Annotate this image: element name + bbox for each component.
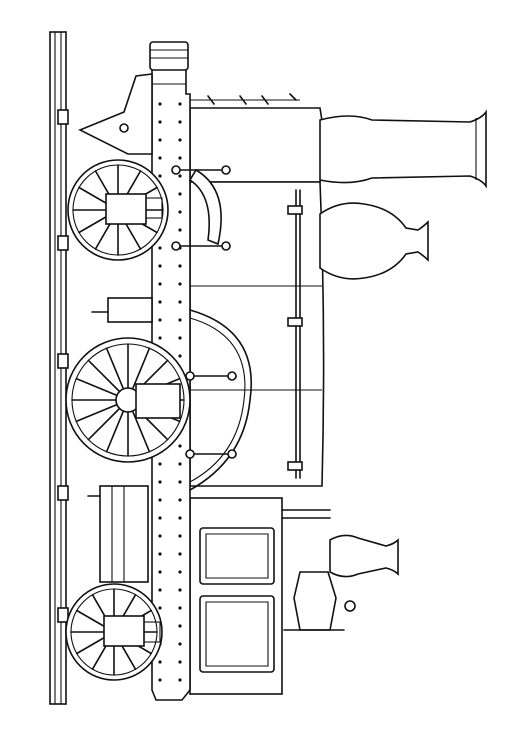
rivet [178,570,182,574]
rivet [178,588,182,592]
wheel-spoke [75,403,118,423]
rivet [178,336,182,340]
rivet [158,552,162,556]
rivet [158,264,162,268]
rivet [158,570,162,574]
rivet [158,336,162,340]
rivet [158,246,162,250]
rivet [178,138,182,142]
wheel-spoke [105,347,125,390]
wheel-spoke [105,410,125,453]
rivet [158,462,162,466]
rivet [178,606,182,610]
rivet [178,624,182,628]
rivet [178,174,182,178]
rivet [178,228,182,232]
rivet [158,480,162,484]
chimney [319,109,487,189]
wheel-spoke [131,347,151,390]
rivet [178,498,182,502]
rivet [158,534,162,538]
rivet [178,534,182,538]
rivet [158,678,162,682]
rivet [178,354,182,358]
front-bracket [78,73,300,155]
boiler [189,107,325,487]
wheel-spoke [87,359,121,393]
rivet [178,120,182,124]
wheel-spoke [75,609,107,628]
rivet [178,318,182,322]
rivet [178,642,182,646]
splashers [188,168,252,491]
rivet [178,516,182,520]
rivet [178,156,182,160]
rivet [178,462,182,466]
rivet [178,552,182,556]
rivet [178,300,182,304]
rivet [178,480,182,484]
rivet [158,174,162,178]
wheel-spoke [78,186,111,206]
firebox [189,497,356,695]
wheel-spoke [75,377,118,397]
rivet [178,210,182,214]
driving-wheel-center [65,337,191,463]
rivet [158,102,162,106]
wheel-spoke [87,407,121,441]
rivet [178,264,182,268]
rivet [158,156,162,160]
rivet [158,300,162,304]
rivet [178,660,182,664]
rivet [178,444,182,448]
rivet [158,516,162,520]
rivet [158,318,162,322]
rivet [158,606,162,610]
axle-boxes [103,193,181,647]
rivet [158,498,162,502]
rivet [178,102,182,106]
rivet [158,660,162,664]
steam-dome [319,202,429,280]
rivet [158,588,162,592]
safety-valve [293,534,399,631]
wheel-spoke [75,636,107,655]
wheel-spoke [78,214,111,234]
rivet [158,138,162,142]
rivet [178,678,182,682]
cross-rods [171,165,237,459]
rivet [178,192,182,196]
side-rods [87,297,153,583]
rivet [178,282,182,286]
rivet [158,282,162,286]
rail [49,31,69,705]
rivet [158,120,162,124]
